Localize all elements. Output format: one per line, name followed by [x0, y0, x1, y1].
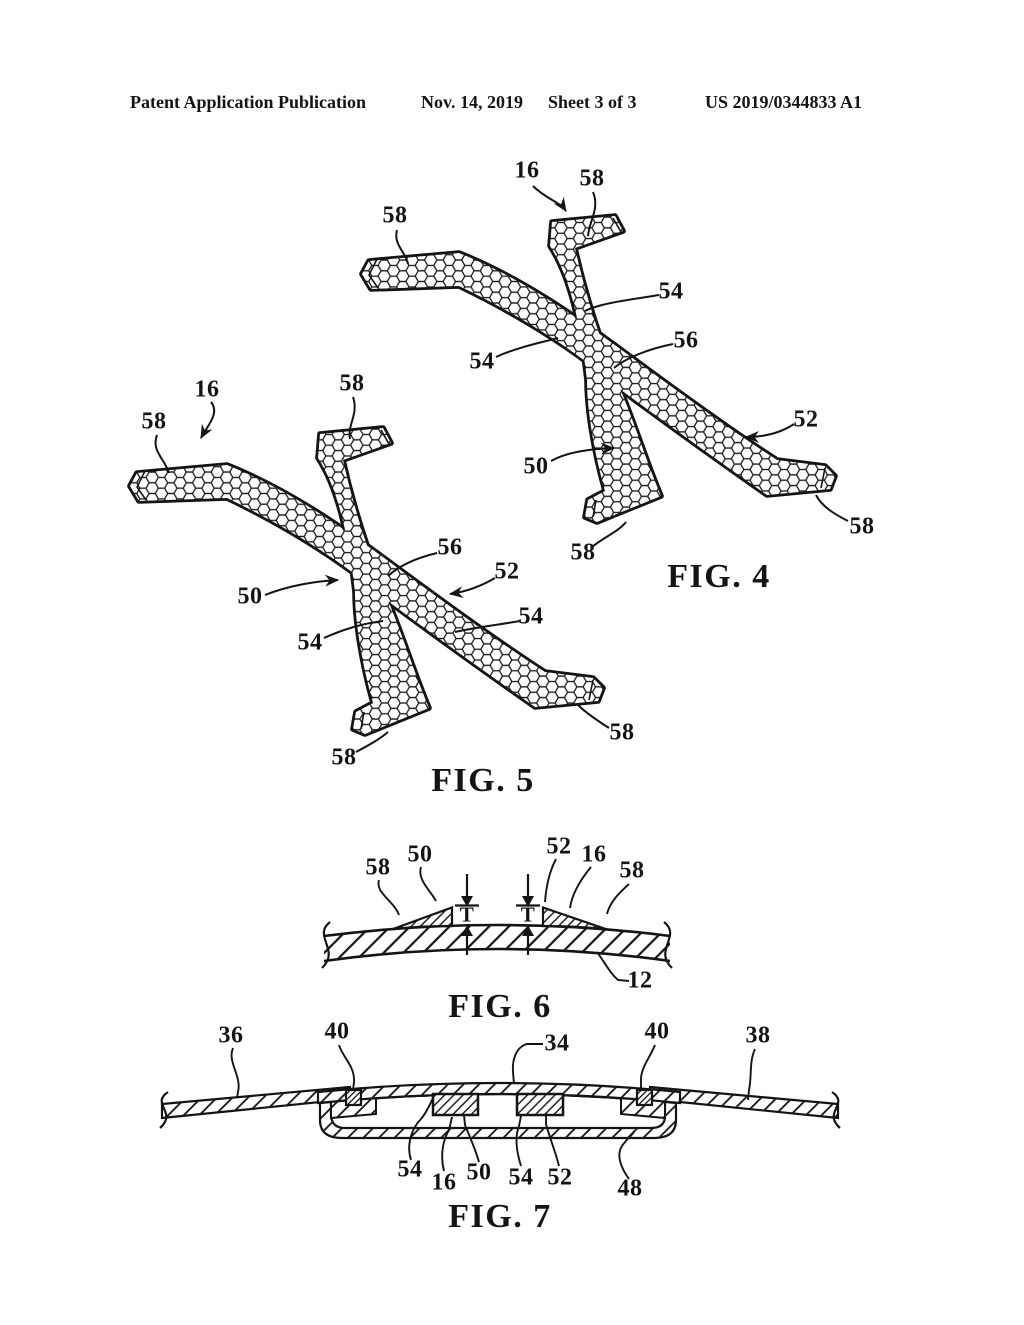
fig4-caption: FIG. 4: [667, 558, 771, 595]
fig5-arrow-52: [449, 577, 496, 599]
fig7-right-block: [515, 1092, 565, 1117]
ref-numeral-fig7-50: 50: [466, 1159, 492, 1186]
ref-numeral-fig4-56: 56: [673, 327, 699, 354]
fig5-arrow-16: [200, 401, 216, 439]
header-date: Nov. 14, 2019: [421, 92, 524, 112]
ref-numeral-fig7-40: 40: [324, 1018, 350, 1045]
fig7-caption: FIG. 7: [448, 1198, 552, 1235]
fig7-left-fastener: [344, 1088, 363, 1107]
fig6-break-marks: [321, 921, 673, 969]
ref-numeral-fig5-54: 54: [518, 603, 544, 630]
ref-numeral-fig5-58: 58: [331, 744, 357, 771]
fig6-caption: FIG. 6: [448, 988, 552, 1025]
ref-numeral-fig6-50: 50: [407, 841, 433, 868]
fig5-caption: FIG. 5: [431, 762, 535, 799]
fig7-break-marks: [159, 1091, 841, 1129]
ref-numeral-fig4-52: 52: [793, 406, 819, 433]
fig5-drawing: [130, 396, 610, 753]
fig6-thickness-dimension: [455, 874, 540, 955]
ref-numeral-fig7-34: 34: [544, 1030, 570, 1057]
ref-numeral-fig4-58: 58: [849, 513, 875, 540]
fig6-right-tapered-end: [541, 905, 608, 931]
ref-numeral-fig7-52: 52: [547, 1164, 573, 1191]
ref-numeral-fig5-58: 58: [609, 719, 635, 746]
ref-numeral-fig4-54: 54: [658, 278, 684, 305]
ref-numeral-fig4-58: 58: [382, 202, 408, 229]
ref-numeral-fig5-54: 54: [297, 629, 323, 656]
fig4-leader-lines: [395, 185, 849, 548]
ref-numeral-fig6-t: T: [459, 902, 475, 927]
ref-numeral-fig7-54: 54: [508, 1164, 534, 1191]
ref-numeral-fig6-58: 58: [619, 857, 645, 884]
fig5-leader-lines: [154, 396, 610, 753]
ref-numeral-fig5-52: 52: [494, 558, 520, 585]
fig4-drawing: [362, 185, 849, 548]
header-patent-number: US 2019/0344833 A1: [705, 92, 863, 112]
ref-numeral-fig7-36: 36: [218, 1022, 244, 1049]
fig6-left-tapered-end: [392, 905, 454, 931]
fig5-arrow-50: [264, 574, 339, 596]
ref-numeral-fig6-t: T: [520, 902, 536, 927]
fig4-arrow-50: [550, 442, 615, 462]
fig6-drawing: [321, 858, 673, 982]
ref-numeral-fig4-58: 58: [570, 539, 596, 566]
ref-numeral-fig6-12: 12: [627, 967, 653, 994]
fig6-leader-lines: [377, 858, 630, 982]
ref-numeral-fig7-48: 48: [617, 1175, 643, 1202]
ref-numeral-fig7-38: 38: [745, 1022, 771, 1049]
ref-numeral-fig6-16: 16: [581, 841, 607, 868]
fig7-leader-lines: [230, 1043, 756, 1180]
header-publication: Patent Application Publication: [130, 92, 367, 112]
ref-numeral-fig4-50: 50: [523, 453, 549, 480]
fig7-center-panel: [316, 1081, 682, 1105]
ref-numeral-fig6-58: 58: [365, 854, 391, 881]
header-sheet-number: Sheet 3 of 3: [548, 92, 637, 112]
fig4-arrow-16: [532, 185, 567, 212]
fig7-tray-walls: [320, 1094, 676, 1138]
ref-numeral-fig7-40: 40: [644, 1018, 670, 1045]
ref-numeral-fig4-58: 58: [579, 165, 605, 192]
fig7-drawing: [159, 1043, 841, 1180]
ref-numeral-fig5-16: 16: [194, 376, 220, 403]
fig7-left-block: [431, 1092, 480, 1117]
ref-numeral-fig5-58: 58: [339, 370, 365, 397]
fig7-right-fastener: [635, 1088, 654, 1107]
ref-numeral-fig4-16: 16: [514, 157, 540, 184]
ref-numeral-fig5-50: 50: [237, 583, 263, 610]
ref-numeral-fig7-54: 54: [397, 1156, 423, 1183]
ref-numeral-fig7-16: 16: [431, 1169, 457, 1196]
ref-numeral-fig5-58: 58: [141, 408, 167, 435]
ref-numeral-fig6-52: 52: [546, 833, 572, 860]
fig4-arrow-52: [745, 423, 795, 443]
ref-numeral-fig4-54: 54: [469, 348, 495, 375]
ref-numeral-fig5-56: 56: [437, 534, 463, 561]
